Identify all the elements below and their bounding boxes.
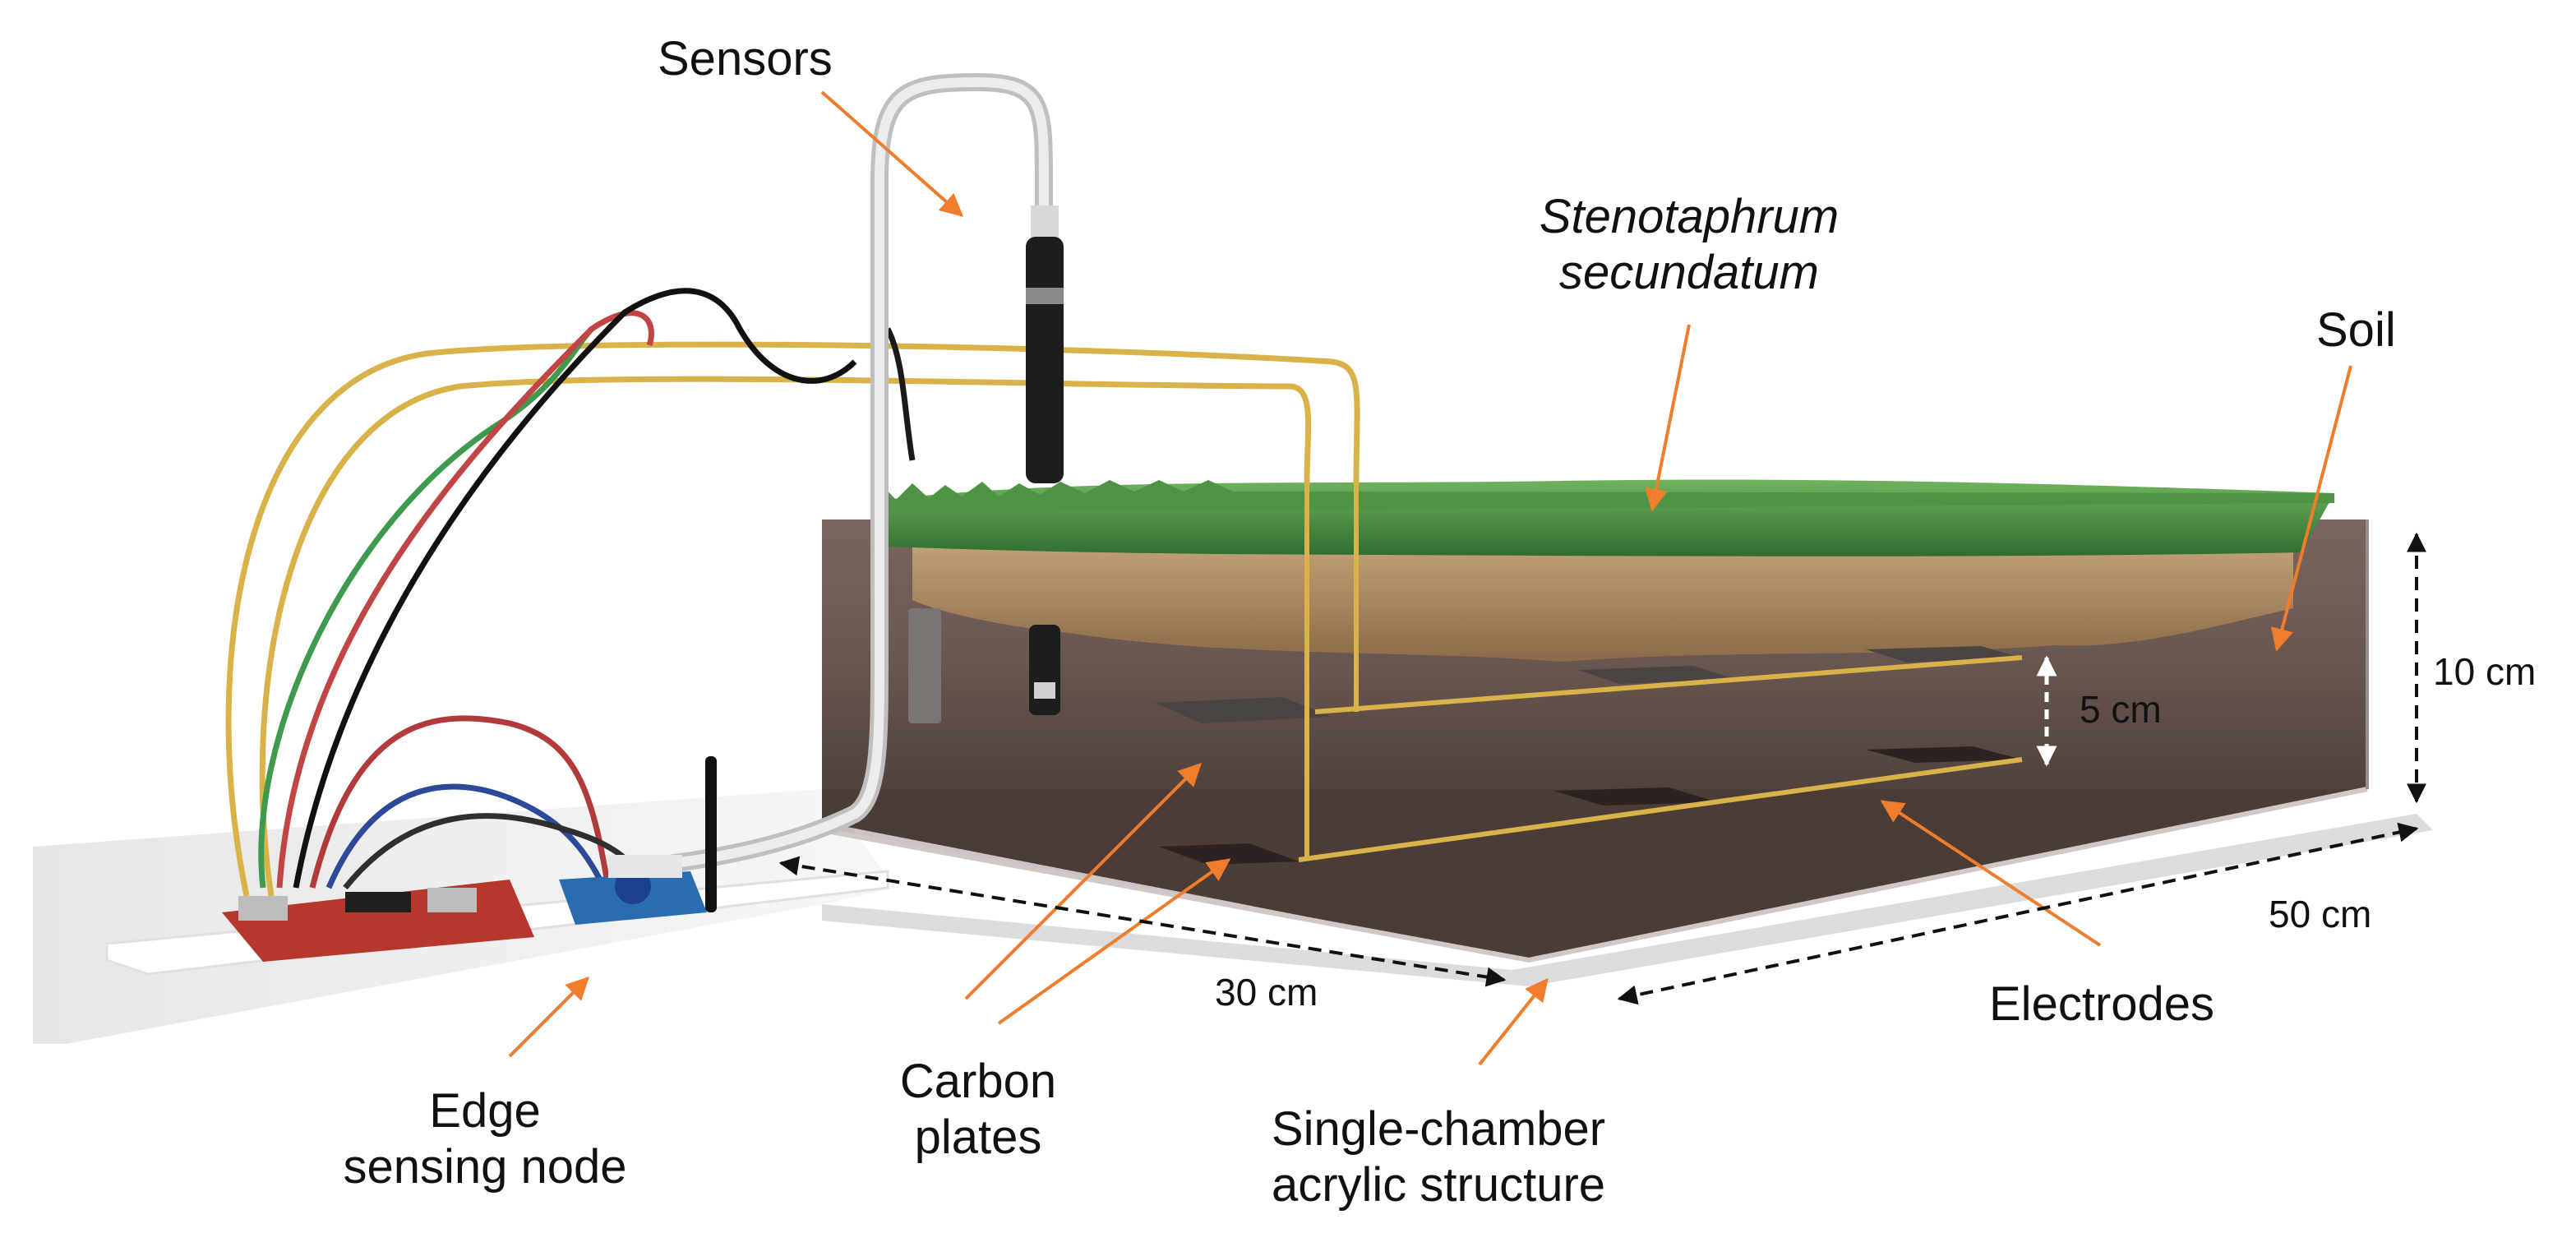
depth-dimension-label: 10 cm [2433, 649, 2536, 694]
dimension-arrows [778, 532, 2426, 1005]
chamber-label: Single-chamber acrylic structure [1216, 1101, 1660, 1214]
chamber-line1: Single-chamber [1271, 1102, 1606, 1156]
width-dimension-label: 30 cm [1215, 970, 1318, 1014]
yellow-wires [225, 341, 1360, 897]
sensor-cable [665, 72, 1053, 872]
soil-arrow [2270, 365, 2352, 652]
length-dimension [1617, 822, 2419, 1005]
depth-dimension-text: 10 cm [2433, 650, 2537, 693]
sensor-probe [908, 205, 1064, 723]
plant-label: Stenotaphrum secundatum [1496, 189, 1882, 302]
plant-line2: secundatum [1559, 246, 1819, 300]
edge-node-board [105, 756, 889, 976]
colored-wires [258, 288, 916, 898]
soil-label: Soil [2316, 302, 2396, 358]
carbon-plates-line1: Carbon [899, 1055, 1057, 1108]
electrodes-text: Electrodes [1989, 977, 2215, 1031]
sensors-arrow [820, 90, 964, 217]
electrodes-label: Electrodes [1989, 977, 2214, 1032]
sensors-label: Sensors [658, 31, 833, 87]
length-dimension-text: 50 cm [2269, 893, 2372, 935]
carbon-plates-line2: plates [914, 1111, 1042, 1165]
soil-text: Soil [2316, 303, 2396, 357]
width-dimension-text: 30 cm [1215, 971, 1318, 1014]
chamber-arrow [1478, 977, 1549, 1066]
edge-node-line1: Edge [429, 1084, 541, 1138]
carbon-plates [1155, 646, 2022, 865]
width-dimension [778, 856, 1507, 987]
electrode-wires [1298, 477, 2023, 862]
chamber-line2: acrylic structure [1271, 1158, 1606, 1212]
sensors-text: Sensors [658, 32, 833, 85]
plant-arrow [1645, 324, 1691, 512]
root-layer [912, 534, 2293, 662]
electrode-gap-text: 5 cm [2080, 688, 2162, 731]
length-dimension-label: 50 cm [2269, 892, 2371, 936]
plant-line1: Stenotaphrum [1539, 190, 1840, 243]
edge-node-arrow [508, 977, 589, 1058]
carbon-plates-label: Carbon plates [847, 1054, 1110, 1166]
grass-layer [871, 479, 2334, 556]
electrode-gap-label: 5 cm [2080, 687, 2162, 732]
edge-node-line2: sensing node [343, 1140, 627, 1194]
edge-node-label: Edge sensing node [304, 1083, 666, 1196]
